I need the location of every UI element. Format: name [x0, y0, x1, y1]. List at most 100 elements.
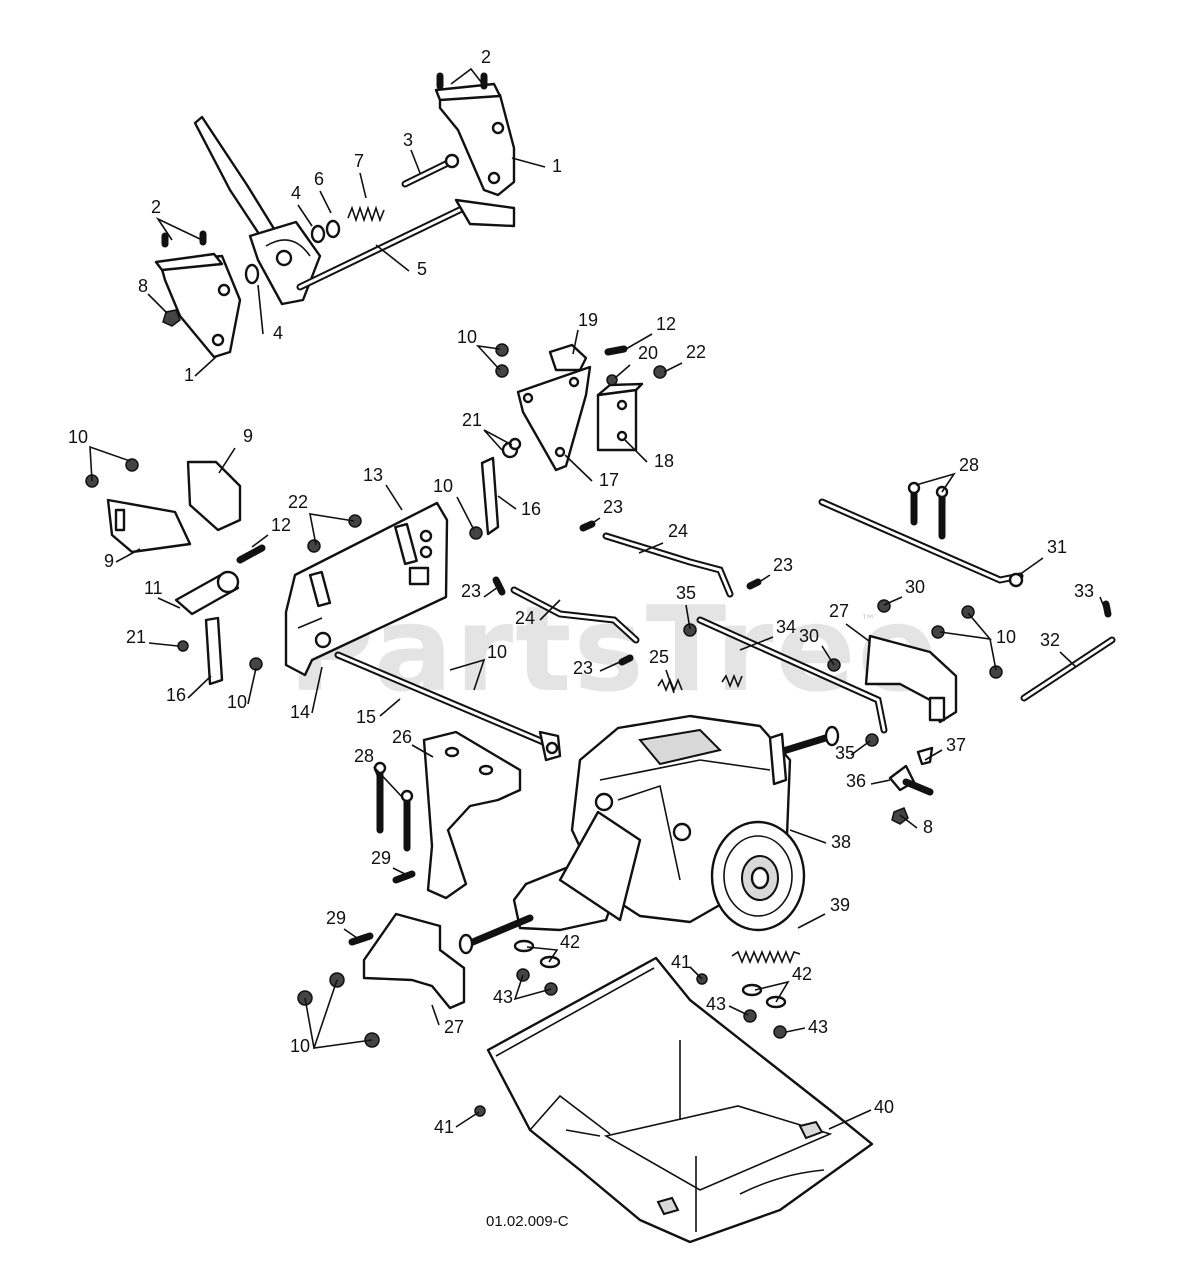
callout-leader-c25	[665, 669, 675, 694]
callout-leader-c10f	[939, 612, 997, 671]
callout-leader-c1b	[194, 355, 218, 377]
bracket-18	[596, 388, 638, 452]
callout-c13: 13	[363, 465, 383, 485]
washer-42-b	[539, 955, 561, 969]
callout-c23a: 23	[603, 497, 623, 517]
callout-leader-c10b	[89, 445, 131, 482]
callout-c27a: 27	[829, 601, 849, 621]
callout-c33: 33	[1074, 581, 1094, 601]
callout-c12a: 12	[656, 314, 676, 334]
bracket-27-lower	[362, 912, 466, 1010]
callout-c35a: 35	[676, 583, 696, 603]
callout-c11: 11	[144, 578, 163, 598]
bracket-16-lower	[204, 616, 224, 686]
spring-39	[731, 949, 801, 965]
callout-leader-c41b	[455, 1111, 480, 1128]
callout-c8b: 8	[923, 817, 933, 837]
pin-33	[1102, 600, 1112, 618]
callout-c10e: 10	[487, 642, 507, 662]
bracket-1-left	[158, 254, 242, 359]
callout-c5: 5	[417, 259, 427, 279]
bracket-26-body	[422, 730, 522, 900]
callout-leader-c40	[828, 1109, 872, 1130]
callout-leader-c9b	[115, 548, 141, 563]
bracket-26	[373, 730, 522, 900]
right-bracket-27	[827, 599, 1003, 825]
bracket-1-right	[438, 93, 516, 197]
callout-c23c: 23	[461, 581, 481, 601]
nut-8-upper	[162, 309, 181, 327]
callout-c41a: 41	[671, 952, 691, 972]
washer-4-upper	[310, 224, 326, 244]
callout-leader-c19	[572, 329, 579, 355]
callout-c37: 37	[946, 735, 966, 755]
callout-c9b: 9	[104, 551, 114, 571]
callout-c40: 40	[874, 1097, 894, 1117]
callout-leader-c36	[870, 779, 891, 785]
pivot-hole	[275, 249, 293, 267]
callout-c28a: 28	[959, 455, 979, 475]
callout-leader-c38	[789, 829, 827, 844]
nut-43-d	[773, 1025, 787, 1039]
callout-leader-c5	[375, 244, 410, 272]
callout-leader-c6	[319, 190, 332, 214]
callout-c19: 19	[578, 310, 598, 330]
shaft-end-bracket	[454, 198, 516, 228]
callout-c35b: 35	[835, 743, 855, 763]
callout-leader-c21b	[148, 642, 179, 647]
callout-c18: 18	[654, 451, 674, 471]
clip-35-lower	[865, 733, 879, 747]
callout-leader-c23a	[584, 517, 601, 529]
callout-c6: 6	[314, 169, 324, 189]
callout-leader-c10c	[456, 496, 475, 531]
callout-c12b: 12	[271, 515, 291, 535]
plate-17	[516, 365, 592, 472]
callout-leader-c4a	[297, 204, 313, 227]
callout-leader-c2b	[155, 217, 201, 241]
transaxle-38	[458, 714, 840, 965]
callout-leader-c23b	[752, 574, 771, 587]
clip-20	[606, 374, 618, 386]
callout-leader-c7	[359, 172, 367, 199]
callout-leader-c16b	[187, 675, 212, 699]
callout-c10b: 10	[68, 427, 88, 447]
callout-leader-c10g	[304, 979, 373, 1049]
shield-40	[486, 956, 874, 1244]
lever-handle	[193, 115, 278, 242]
callout-c10c: 10	[433, 476, 453, 496]
spring-7	[347, 205, 385, 223]
callout-leader-c23c	[483, 586, 499, 598]
callout-c43b: 43	[706, 994, 726, 1014]
callout-leader-c30a	[883, 596, 903, 606]
nut-43-c	[743, 1009, 757, 1023]
callout-leader-c24a	[638, 542, 664, 554]
clip-35-upper	[683, 623, 697, 637]
watermark-trademark: ™	[860, 611, 876, 630]
callout-leader-c1a	[511, 157, 546, 168]
callout-leader-c42b	[754, 980, 790, 1003]
center-plate-assembly	[284, 343, 667, 677]
pin-12-upper	[604, 345, 628, 356]
callout-leader-c30b	[821, 645, 835, 666]
nut-22-upper	[653, 365, 667, 379]
axle-right	[776, 732, 836, 756]
callout-c2a: 2	[481, 47, 491, 67]
axle-left	[464, 914, 534, 948]
quadrant-arc	[265, 239, 311, 257]
callout-c42b: 42	[792, 964, 812, 984]
callout-leader-c24b	[539, 599, 561, 621]
callout-leader-c14	[311, 666, 323, 714]
callout-leader-c35b	[850, 740, 871, 756]
washer-42-c	[741, 983, 763, 997]
callout-c20: 20	[638, 343, 658, 363]
callout-leader-c35a	[685, 604, 691, 630]
upper-lever-assembly	[154, 72, 516, 359]
callout-c24b: 24	[515, 608, 535, 628]
washer-4-lower	[244, 263, 260, 285]
callout-leader-c22a	[663, 362, 683, 373]
bracket-16-upper	[480, 456, 500, 536]
callout-c10a: 10	[457, 327, 477, 347]
callout-leader-c4b	[257, 284, 264, 335]
bushing-14	[314, 631, 332, 649]
